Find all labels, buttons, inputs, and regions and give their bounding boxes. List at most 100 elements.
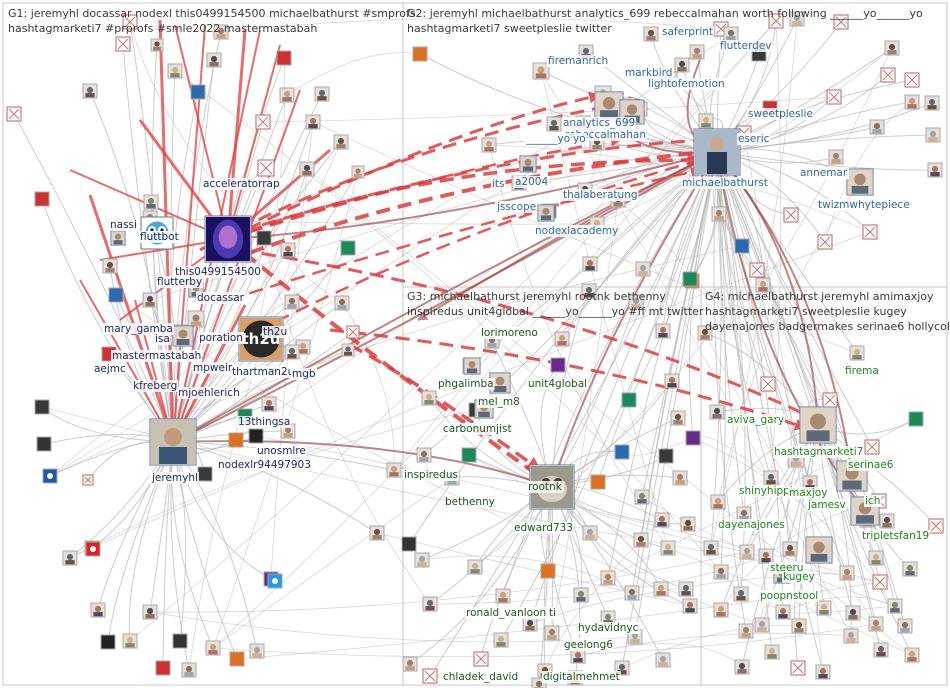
profile-node[interactable] [733,586,749,602]
hashtagmarketi7-avatar[interactable] [799,406,837,444]
profile-node[interactable] [414,552,430,568]
profile-node[interactable] [925,127,941,143]
broken-image-icon[interactable] [749,262,765,278]
profile-node[interactable] [703,540,719,556]
profile-node[interactable] [582,525,598,541]
broken-image-icon[interactable] [122,14,138,30]
broken-image-icon[interactable] [864,439,880,455]
logo-node[interactable] [621,392,637,408]
profile-node[interactable] [187,310,205,328]
broken-image-icon[interactable] [862,224,878,240]
profile-node[interactable] [738,623,754,639]
profile-node[interactable] [143,194,159,210]
its-avatar[interactable] [519,155,537,173]
profile-node[interactable] [789,11,805,27]
broken-image-icon[interactable] [255,114,271,130]
profile-node[interactable] [481,137,497,153]
logo-node[interactable] [108,287,124,303]
profile-node[interactable] [416,447,432,463]
profile-node[interactable] [764,644,780,660]
profile-node[interactable] [334,295,350,311]
michaelbathurst-avatar[interactable] [693,128,741,176]
kugey-avatar[interactable] [805,536,833,564]
nodexlacademy-logo[interactable] [537,204,555,222]
logo-node[interactable] [228,432,244,448]
profile-node[interactable] [102,258,118,274]
logo-node[interactable] [550,357,566,373]
profile-node[interactable] [122,633,138,649]
profile-node[interactable] [280,242,296,258]
profile-node[interactable] [634,489,650,505]
logo-node[interactable] [197,466,213,482]
profile-node[interactable] [341,343,355,357]
broken-image-icon[interactable] [760,376,776,392]
profile-node[interactable] [709,404,725,420]
profile-node[interactable] [670,410,686,426]
profile-node[interactable] [299,161,315,177]
phgalimba-avatar[interactable] [463,357,481,375]
logo-node[interactable] [614,444,630,460]
profile-node[interactable] [849,345,865,361]
broken-image-icon[interactable] [473,651,489,667]
profile-node[interactable] [351,165,365,179]
profile-node[interactable] [635,261,651,277]
profile-node[interactable] [739,544,755,560]
logo-node[interactable] [461,447,477,463]
broken-image-icon[interactable] [928,518,944,534]
jeremyhl-avatar[interactable] [149,418,197,466]
profile-node[interactable] [600,570,616,586]
broken-image-icon[interactable] [257,159,275,177]
broken-image-icon[interactable] [833,14,849,30]
twitter-bird-icon[interactable] [267,573,283,589]
logo-node[interactable] [908,411,924,427]
profile-node[interactable] [791,618,807,634]
profile-node[interactable] [674,57,690,73]
profile-node[interactable] [532,62,550,80]
profile-node[interactable] [62,550,78,566]
broken-image-icon[interactable] [768,13,784,29]
broken-image-icon[interactable] [880,67,896,83]
profile-node[interactable] [839,565,855,581]
broken-image-icon[interactable] [790,660,806,676]
profile-node[interactable] [713,564,729,580]
broken-image-icon[interactable] [826,89,842,105]
logo-node[interactable] [658,448,674,464]
profile-node[interactable] [582,256,598,272]
profile-node[interactable] [624,585,640,601]
profile-node[interactable] [628,294,644,310]
broken-image-icon[interactable] [783,207,799,223]
youtube-play-icon[interactable] [85,541,101,557]
profile-node[interactable] [422,596,438,612]
profile-node[interactable] [522,616,538,632]
profile-node[interactable] [697,325,713,341]
profile-node[interactable] [843,628,859,644]
profile-node[interactable] [754,617,770,633]
profile-node[interactable] [554,331,570,347]
profile-node[interactable] [763,470,779,486]
profile-node[interactable] [845,605,861,621]
logo-node[interactable] [401,536,417,552]
profile-node[interactable] [873,642,889,658]
profile-node[interactable] [678,581,694,597]
profile-node[interactable] [150,38,164,52]
this0499154500-avatar[interactable] [204,215,252,263]
profile-node[interactable] [167,63,183,79]
broken-image-icon[interactable] [82,474,94,486]
profile-node[interactable] [573,587,589,603]
profile-node[interactable] [884,40,900,56]
logo-node[interactable] [734,238,750,254]
profile-node[interactable] [369,525,385,541]
logo-node[interactable] [256,230,272,246]
profile-node[interactable] [868,616,884,632]
profile-node[interactable] [868,550,884,566]
logo-node[interactable] [172,633,188,649]
broken-image-icon[interactable] [6,106,22,122]
profile-node[interactable] [680,516,696,532]
profile-node[interactable] [213,24,229,40]
profile-node[interactable] [904,647,920,663]
logo-node[interactable] [229,651,245,667]
profile-node[interactable] [386,462,402,478]
profile-node[interactable] [261,396,277,412]
broken-image-icon[interactable] [422,668,438,684]
profile-node[interactable] [546,116,562,132]
